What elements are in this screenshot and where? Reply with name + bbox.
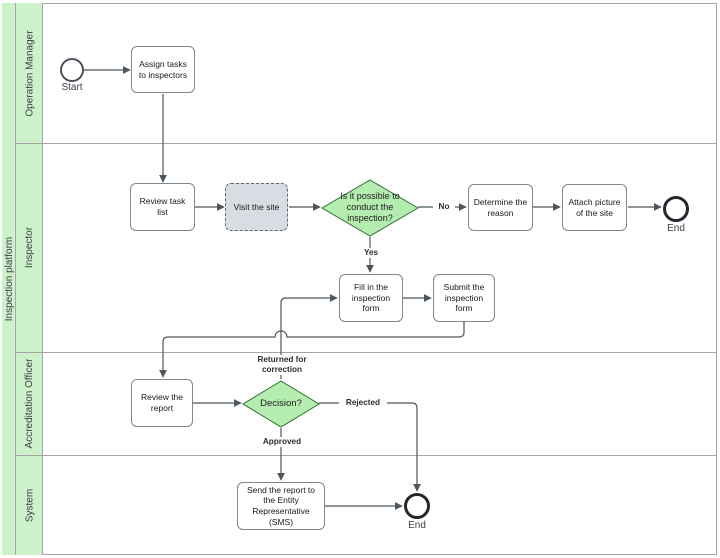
task-assign-tasks-label: Assign tasks to inspectors bbox=[138, 58, 188, 80]
task-review-task-list[interactable]: Review task list bbox=[130, 183, 195, 231]
gateway-inspection-possible-label: Is it possible to conduct the inspection… bbox=[340, 191, 400, 223]
flow-label-no: No bbox=[433, 202, 455, 212]
flow-label-returned-for-correction: Returned for correction bbox=[246, 355, 318, 375]
task-send-report-sms-label: Send the report to the Entity Representa… bbox=[246, 484, 316, 527]
task-visit-the-site-label: Visit the site bbox=[233, 201, 280, 212]
task-fill-inspection-form[interactable]: Fill in the inspection form bbox=[339, 274, 403, 322]
lane-label-inspector: Inspector bbox=[24, 226, 35, 269]
task-submit-inspection-form-label: Submit the inspection form bbox=[443, 282, 485, 314]
lane-label-accreditation-officer: Accreditation Officer bbox=[24, 358, 35, 449]
pool-label-strip bbox=[2, 3, 16, 555]
flow-label-yes: Yes bbox=[357, 248, 385, 258]
flow-label-approved: Approved bbox=[256, 437, 308, 447]
task-submit-inspection-form[interactable]: Submit the inspection form bbox=[433, 274, 495, 322]
end-event-system[interactable] bbox=[404, 493, 430, 519]
task-determine-reason-label: Determine the reason bbox=[473, 196, 528, 218]
gateway-decision[interactable] bbox=[242, 380, 320, 428]
task-attach-picture-label: Attach picture of the site bbox=[568, 196, 621, 218]
task-send-report-sms[interactable]: Send the report to the Entity Representa… bbox=[237, 482, 325, 530]
task-review-task-list-label: Review task list bbox=[139, 196, 186, 217]
end-event-inspector-label: End bbox=[667, 223, 685, 234]
lane-label-strip bbox=[16, 3, 43, 555]
lane-label-operation-manager: Operation Manager bbox=[24, 30, 36, 117]
lane-separator-1 bbox=[16, 143, 717, 144]
task-attach-picture[interactable]: Attach picture of the site bbox=[562, 184, 627, 231]
flow-label-rejected: Rejected bbox=[339, 398, 387, 408]
start-event-label: Start bbox=[61, 82, 83, 93]
lane-separator-3 bbox=[16, 455, 717, 456]
task-visit-the-site[interactable]: Visit the site bbox=[225, 183, 288, 231]
task-review-the-report-label: Review the report bbox=[140, 392, 184, 413]
task-review-the-report[interactable]: Review the report bbox=[131, 379, 193, 427]
lane-separator-2 bbox=[16, 352, 717, 353]
pool-title: Inspection platform bbox=[3, 236, 15, 322]
lane-label-system: System bbox=[24, 488, 36, 523]
end-event-inspector[interactable] bbox=[663, 196, 689, 222]
end-event-system-label: End bbox=[408, 520, 426, 531]
gateway-decision-label: Decision? bbox=[260, 398, 302, 409]
start-event[interactable] bbox=[60, 58, 84, 82]
gateway-inspection-possible[interactable] bbox=[321, 179, 419, 237]
task-assign-tasks[interactable]: Assign tasks to inspectors bbox=[131, 46, 195, 93]
task-determine-reason[interactable]: Determine the reason bbox=[468, 184, 533, 231]
task-fill-inspection-form-label: Fill in the inspection form bbox=[351, 282, 391, 314]
